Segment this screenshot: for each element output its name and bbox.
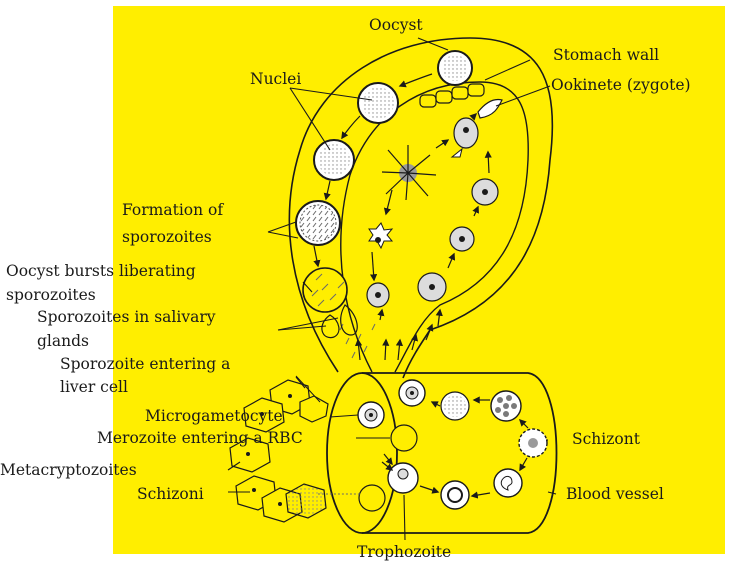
label-schizont: Schizont [572, 430, 641, 448]
label-oocyst-bursts-1: Oocyst bursts liberating [6, 262, 196, 280]
label-salivary-2: glands [37, 332, 89, 350]
label-oocyst-bursts-2: sporozoites [6, 286, 96, 304]
label-formation-2: sporozoites [122, 228, 212, 246]
label-blood-vessel: Blood vessel [566, 485, 664, 503]
label-trophozoite: Trophozoite [357, 543, 451, 561]
label-liver-1: Sporozoite entering a [60, 355, 230, 373]
label-liver-2: liver cell [60, 378, 128, 396]
label-stomach-wall: Stomach wall [553, 46, 659, 64]
label-oocyst: Oocyst [369, 16, 423, 34]
blood-vessel-opening [327, 373, 397, 533]
label-metacryptozoites: Metacryptozoites [0, 461, 137, 479]
label-formation-1: Formation of [122, 201, 224, 219]
label-salivary-1: Sporozoites in salivary [37, 308, 216, 326]
rbc-empty [391, 425, 417, 451]
label-nuclei: Nuclei [250, 70, 301, 88]
ring-trophozoite [441, 481, 469, 509]
label-schizoni: Schizoni [137, 485, 204, 503]
rbc-empty-2 [359, 485, 385, 511]
label-microgametocyte: Microgametocyte [145, 407, 283, 425]
label-ookinete: Ookinete (zygote) [551, 76, 691, 94]
label-merozoite: Merozoite entering a RBC [97, 429, 303, 447]
